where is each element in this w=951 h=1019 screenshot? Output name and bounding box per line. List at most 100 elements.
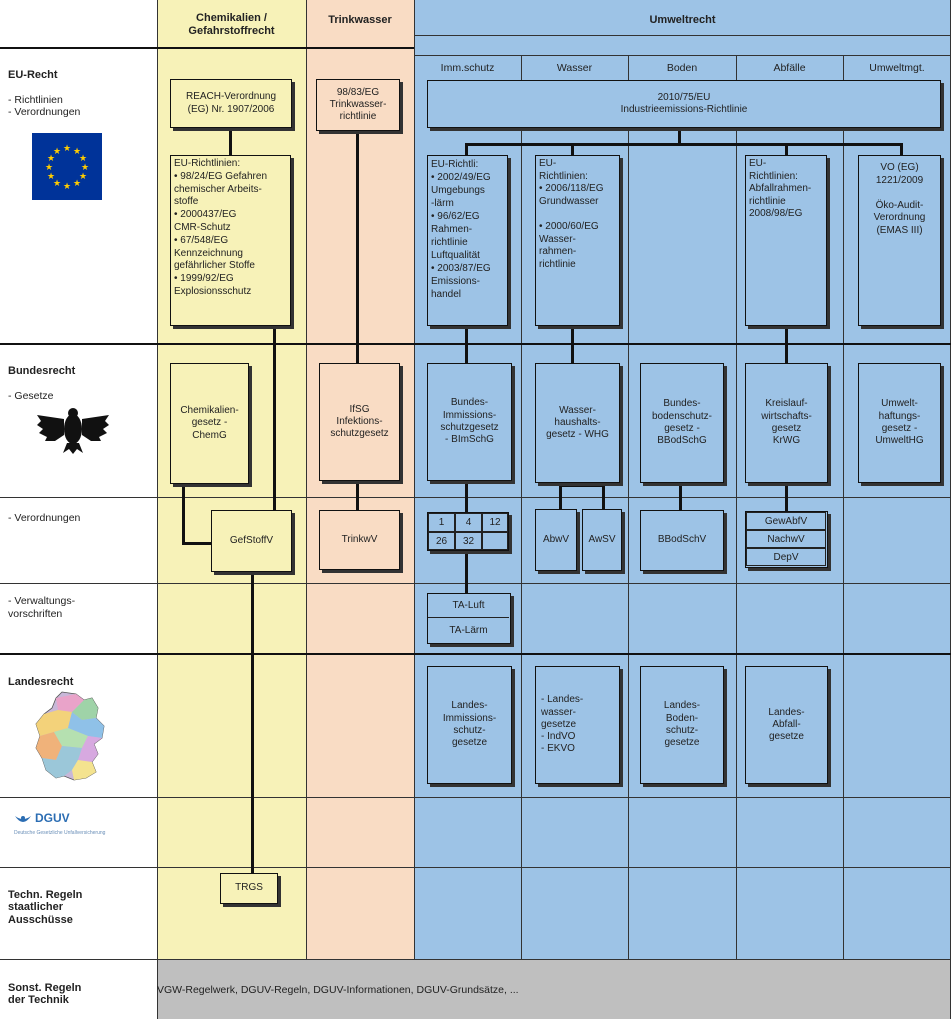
connector	[571, 143, 574, 155]
box-bbodschg: Bundes- bodenschutz- gesetz - BBodSchG	[640, 363, 724, 483]
subcolumn-umweltmgt: Umweltmgt.	[869, 61, 925, 74]
box-ta-luft: TA-Luft	[428, 594, 509, 618]
grid-line	[0, 497, 951, 498]
box-trinkwasser-rl: 98/83/EG Trinkwasser- richtlinie	[316, 79, 400, 131]
row-label-sonst: Sonst. Regeln der Technik	[8, 969, 153, 1019]
grid-line	[736, 55, 737, 960]
grid-line	[0, 653, 951, 655]
box-bimschg: Bundes- Immissions- schutzgesetz - BImSc…	[427, 363, 512, 481]
grid-line	[0, 867, 951, 868]
box-ta-laerm: TA-Lärm	[449, 624, 488, 636]
eu-flag-icon: ★★★ ★★★ ★★★ ★★★	[32, 133, 102, 200]
box-awsv: AwSV	[582, 509, 622, 571]
box-abwv: AbwV	[535, 509, 577, 571]
grid-line	[414, 35, 951, 36]
box-imm-rl: EU-Richtli: • 2002/49/EG Umgebungs -lärm…	[427, 155, 508, 326]
connector	[273, 326, 276, 516]
svg-text:★: ★	[79, 172, 87, 182]
svg-text:★: ★	[63, 144, 71, 154]
dguv-logo-text: DGUV	[35, 811, 70, 825]
subcolumn-imm: Imm.schutz	[440, 61, 495, 74]
connector	[785, 484, 788, 511]
connector	[900, 143, 903, 155]
connector	[465, 480, 468, 512]
dguv-tagline: Deutsche Gesetzliche Unfallversicherung	[14, 830, 106, 836]
connector	[465, 143, 902, 146]
connector	[602, 484, 605, 509]
column-header-chem: Chemikalien / Gefahrstoffrecht	[188, 12, 275, 37]
box-bbodschv: BBodSchV	[640, 510, 724, 571]
box-gefstoffv: GefStoffV	[211, 510, 292, 572]
svg-text:★: ★	[81, 163, 89, 173]
connector	[679, 484, 682, 511]
box-emas: VO (EG) 1221/2009 Öko-Audit- Verordnung …	[858, 155, 941, 326]
grid-line	[0, 583, 951, 584]
box-landes-abfall: Landes- Abfall- gesetze	[745, 666, 828, 784]
svg-text:★: ★	[47, 172, 55, 182]
box-gewabfv: GewAbfV	[746, 512, 826, 530]
subcolumn-wasser: Wasser	[556, 61, 593, 74]
connector	[559, 484, 605, 487]
box-trinkwv: TrinkwV	[319, 510, 400, 570]
connector	[785, 143, 788, 155]
box-umwelthg: Umwelt- haftungs- gesetz - UmweltHG	[858, 363, 941, 483]
connector	[678, 128, 681, 144]
row-title-eu: EU-Recht	[8, 68, 58, 81]
dguv-logo-icon	[15, 816, 31, 822]
bimschv-cell: 12	[482, 513, 508, 532]
row-label-verwaltung: - Verwaltungs- vorschriften	[8, 595, 76, 620]
bimschv-cell: 4	[455, 513, 482, 532]
box-ifsg: IfSG Infektions- schutzgesetz	[319, 363, 400, 481]
box-landes-wasser: - Landes- wasser- gesetze - IndVO - EKVO	[535, 666, 620, 784]
svg-text:★: ★	[45, 163, 53, 173]
row-title-techn: Techn. Regeln staatlicher Ausschüsse	[8, 888, 83, 926]
grid-line	[521, 55, 522, 960]
box-depv: DepV	[746, 548, 826, 566]
box-eu-richtlinien-chem: EU-Richtlinien: • 98/24/EG Gefahren chem…	[170, 155, 291, 326]
box-industrieemissions: 2010/75/EU Industrieemissions-Richtlinie	[427, 80, 941, 128]
bimschv-cell	[482, 532, 508, 550]
grid-line	[414, 55, 951, 56]
box-landes-imm: Landes- Immissions- schutz- gesetze	[427, 666, 512, 784]
federal-eagle-icon	[33, 405, 113, 455]
bimschv-cell: 1	[428, 513, 455, 532]
row-label-bund: Bundesrecht - Gesetze	[8, 352, 153, 402]
footer-bg	[157, 960, 951, 1019]
row-title-sonst: Sonst. Regeln der Technik	[8, 981, 82, 1007]
connector	[356, 480, 359, 510]
bimschv-grid: 1 4 12 26 32	[427, 512, 509, 551]
grid-line	[843, 55, 844, 960]
row-sub-bund: - Gesetze	[8, 389, 54, 402]
row-title-bund: Bundesrecht	[8, 364, 76, 377]
row-label-techn: Techn. Regeln staatlicher Ausschüsse	[8, 876, 153, 939]
krwg-verordnungen: GewAbfV NachwV DepV	[745, 511, 828, 568]
grid-line	[628, 55, 629, 960]
grid-line	[414, 0, 415, 960]
connector	[229, 127, 232, 155]
column-header-trink: Trinkwasser	[328, 13, 392, 26]
connector	[182, 484, 185, 543]
connector	[559, 484, 562, 509]
svg-text:★: ★	[53, 179, 61, 189]
subcolumn-abfaelle: Abfälle	[773, 61, 806, 74]
svg-text:★: ★	[63, 182, 71, 192]
svg-text:★: ★	[73, 147, 81, 157]
connector	[251, 572, 254, 874]
svg-text:★: ★	[47, 154, 55, 164]
svg-text:★: ★	[79, 154, 87, 164]
grid-line	[306, 0, 307, 960]
box-wasser-rl: EU- Richtlinien: • 2006/118/EG Grundwass…	[535, 155, 620, 326]
footer-text: VGW-Regelwerk, DGUV-Regeln, DGUV-Informa…	[157, 983, 519, 996]
grid-line	[0, 959, 951, 960]
row-sub-eu: - Richtlinien - Verordnungen	[8, 93, 81, 119]
svg-text:★: ★	[53, 147, 61, 157]
grid-line	[0, 343, 951, 345]
bimschv-cell: 32	[455, 532, 482, 550]
box-reach: REACH-Verordnung (EG) Nr. 1907/2006	[170, 79, 292, 128]
germany-map-icon	[32, 690, 112, 782]
box-chemg: Chemikalien- gesetz - ChemG	[170, 363, 249, 484]
row-label-verordnungen: - Verordnungen	[8, 512, 81, 524]
box-nachwv: NachwV	[746, 530, 826, 548]
subcolumn-boden: Boden	[666, 61, 698, 74]
row-title-landes: Landesrecht	[8, 675, 74, 688]
